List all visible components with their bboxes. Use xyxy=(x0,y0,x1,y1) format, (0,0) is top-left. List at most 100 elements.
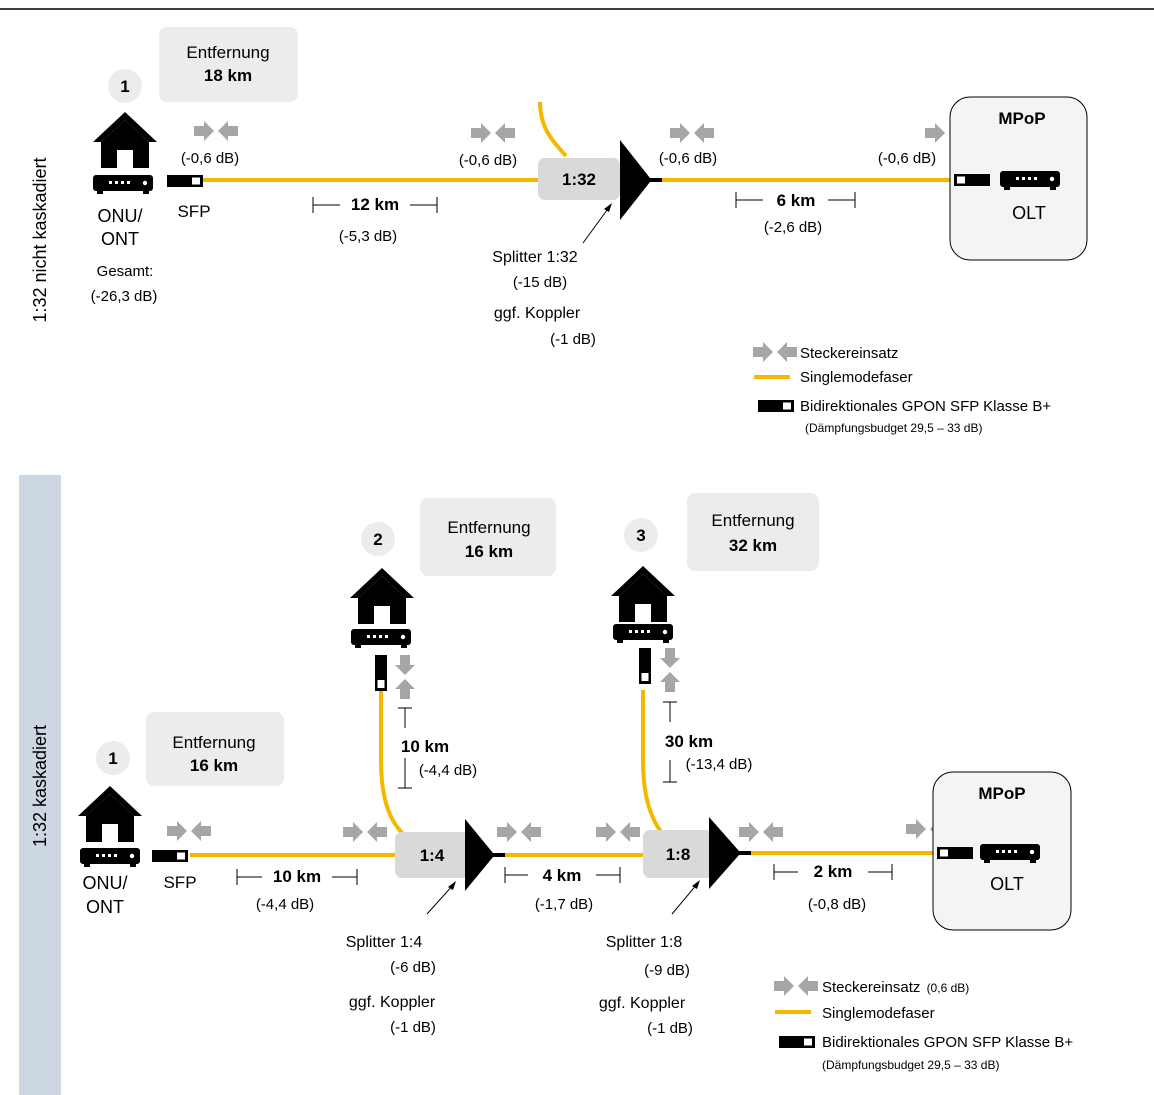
legend-connector-loss: (0,6 dB) xyxy=(927,981,970,995)
segment-length: 10 km xyxy=(401,737,449,756)
coupler-loss: (-1 dB) xyxy=(647,1020,693,1037)
onu-router-icon xyxy=(93,175,153,194)
mpop-title: MPoP xyxy=(998,109,1045,128)
segment-marker xyxy=(236,869,358,885)
distance-box xyxy=(687,493,819,571)
splitter-pointer xyxy=(426,883,455,915)
segment-marker xyxy=(312,197,438,213)
splitter-box xyxy=(538,158,620,200)
connector-arrows-icon xyxy=(167,821,211,841)
sfp-label: SFP xyxy=(177,202,210,221)
house-icon xyxy=(93,112,157,168)
sidebar-bottom-label: 1:32 kaskadiert xyxy=(30,725,50,847)
mpop-title: MPoP xyxy=(978,784,1025,803)
house-icon xyxy=(78,786,142,842)
sidebar-bottom xyxy=(19,475,61,1095)
splitter-box xyxy=(395,832,469,878)
splitter-name: Splitter 1:8 xyxy=(606,934,683,951)
coupler-loss: (-1 dB) xyxy=(390,1019,436,1036)
connector-arrows-icon xyxy=(596,822,640,842)
segment-length: 10 km xyxy=(273,867,321,886)
connector-arrows-icon xyxy=(471,123,515,143)
distance-value: 16 km xyxy=(190,756,238,775)
sfp-transceiver-icon xyxy=(375,655,387,691)
splitter-pointer xyxy=(671,882,699,915)
house-number: 2 xyxy=(373,530,382,549)
distance-box xyxy=(146,712,284,786)
segment-loss: (-0,8 dB) xyxy=(808,896,866,913)
coupler-loss: (-1 dB) xyxy=(550,331,596,348)
ont-label: ONT xyxy=(101,229,139,249)
splitter-loss: (-6 dB) xyxy=(390,959,436,976)
connector-loss: (-0,6 dB) xyxy=(181,150,239,167)
sidebar-top xyxy=(19,10,61,465)
onu-router-icon xyxy=(613,624,673,643)
splitter-name: Splitter 1:4 xyxy=(346,934,423,951)
sfp-transceiver-icon xyxy=(152,850,188,862)
splitter-ratio: 1:8 xyxy=(666,845,691,864)
distance-label: Entfernung xyxy=(172,733,255,752)
legend-connector: Steckereinsatz xyxy=(822,979,920,996)
distance-box xyxy=(159,27,298,102)
fiber-branch-2 xyxy=(379,690,412,842)
segment-length: 30 km xyxy=(665,732,713,751)
segment-marker xyxy=(773,864,893,880)
connector-arrows-icon xyxy=(774,976,818,996)
splitter-loss: (-9 dB) xyxy=(644,962,690,979)
house-icon xyxy=(611,566,675,622)
sfp-label: SFP xyxy=(163,873,196,892)
connector-arrows-icon xyxy=(497,822,541,842)
distance-label: Entfernung xyxy=(447,518,530,537)
sfp-transceiver-icon xyxy=(639,648,651,684)
segment-loss: (-13,4 dB) xyxy=(686,756,753,773)
distance-box xyxy=(420,498,556,576)
segment-length: 6 km xyxy=(777,191,816,210)
coupler-name: ggf. Koppler xyxy=(349,994,436,1011)
sfp-transceiver-icon xyxy=(937,847,973,859)
onu-label: ONU/ xyxy=(83,873,128,893)
coupler-name: ggf. Koppler xyxy=(494,305,581,322)
splitter-name: Splitter 1:32 xyxy=(492,249,577,266)
fiber-branch-3 xyxy=(641,690,672,844)
splitter-triangle-icon xyxy=(465,819,493,891)
splitter-loss: (-15 dB) xyxy=(513,274,567,291)
house-number: 3 xyxy=(636,526,645,545)
legend-budget: (Dämpfungsbudget 29,5 – 33 dB) xyxy=(805,421,982,435)
connector-arrows-icon xyxy=(194,121,238,141)
sfp-transceiver-icon xyxy=(954,174,990,186)
sidebar-top-label: 1:32 nicht kaskadiert xyxy=(30,157,50,322)
house-icon xyxy=(350,568,414,624)
legend-fiber: Singlemodefaser xyxy=(800,369,913,386)
segment-marker xyxy=(504,867,621,883)
arrow-head-icon xyxy=(448,881,456,890)
splitter-pointer xyxy=(582,205,611,244)
legend-sfp: Bidirektionales GPON SFP Klasse B+ xyxy=(822,1034,1073,1051)
coupler-name: ggf. Koppler xyxy=(599,995,686,1012)
segment-length: 12 km xyxy=(351,195,399,214)
arrow-head-icon xyxy=(604,203,612,212)
distance-value: 16 km xyxy=(465,542,513,561)
house-number: 1 xyxy=(120,77,129,96)
house-number-badge xyxy=(361,522,395,556)
connector-arrows-icon xyxy=(343,822,387,842)
splitter-ratio: 1:4 xyxy=(420,846,445,865)
legend-connector: Steckereinsatz xyxy=(800,345,898,362)
total-label: Gesamt: xyxy=(97,263,154,280)
arrow-head-icon xyxy=(692,880,700,889)
segment-loss: (-2,6 dB) xyxy=(764,219,822,236)
connector-loss: (-0,6 dB) xyxy=(459,152,517,169)
segment-length: 2 km xyxy=(814,862,853,881)
segment-length: 4 km xyxy=(543,866,582,885)
sfp-transceiver-icon xyxy=(167,175,203,187)
house-number-badge xyxy=(624,518,658,552)
segment-loss: (-1,7 dB) xyxy=(535,896,593,913)
segment-loss: (-5,3 dB) xyxy=(339,228,397,245)
connector-arrows-icon xyxy=(739,822,783,842)
splitter-triangle-icon xyxy=(620,140,650,220)
connector-arrows-icon xyxy=(753,342,797,362)
distance-label: Entfernung xyxy=(186,43,269,62)
sfp-transceiver-icon xyxy=(779,1036,815,1048)
legend-sfp: Bidirektionales GPON SFP Klasse B+ xyxy=(800,398,1051,415)
sfp-transceiver-icon xyxy=(758,400,794,412)
